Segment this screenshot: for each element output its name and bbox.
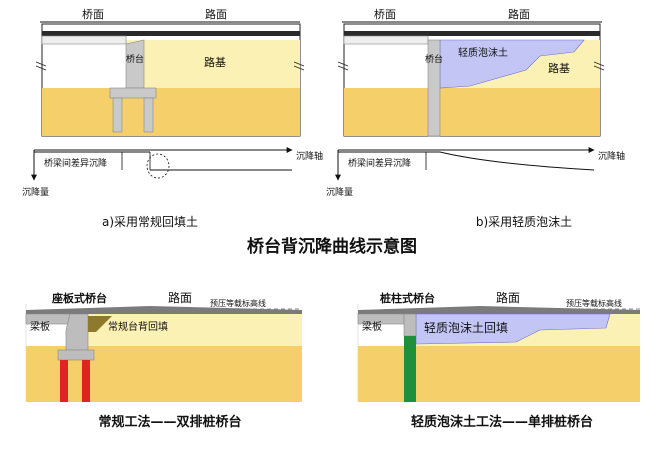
panel-a-axis-label: 沉降轴 <box>296 150 323 162</box>
panel-a-sand <box>42 88 300 136</box>
panel-d-abutment-type-label: 桩柱式桥台 <box>380 291 435 305</box>
panel-b-diff-label: 桥梁间差异沉降 <box>348 157 411 169</box>
panel-d-caption: 轻质泡沫土工法——单排桩桥台 <box>411 414 593 430</box>
panel-b-abutment-label: 桥台 <box>425 53 443 65</box>
panel-b-curve-road <box>439 151 595 171</box>
panel-c-abutment <box>65 313 89 351</box>
panel-d: 桩柱式桥台 路面 预压等载标高线 梁板 轻质泡沫土回填 轻质泡沫土工法——单排桩… <box>357 290 640 430</box>
panel-a-road-surface-label: 路面 <box>205 8 227 21</box>
panel-c-beam-label: 梁板 <box>30 320 50 333</box>
panel-a-diff-label: 桥梁间差异沉降 <box>44 157 107 169</box>
panel-b-sand <box>344 88 600 136</box>
panel-a-pile-left <box>112 97 123 133</box>
panel-b: 桥面 路面 桥台 轻质泡沫土 路基 桥梁间差异沉降 沉降轴 沉降量 b)采用轻质… <box>326 8 625 229</box>
main-title: 桥台背沉降曲线示意图 <box>247 236 417 257</box>
panel-c-caption: 常规工法——双排桩桥台 <box>98 414 241 430</box>
panel-d-sand <box>358 346 640 402</box>
panel-b-road-surface-label: 路面 <box>508 8 530 21</box>
panel-c-abutment-type-label: 座板式桥台 <box>51 291 107 305</box>
panel-a-abutment-label: 桥台 <box>126 53 144 65</box>
panel-c: 座板式桥台 路面 预压等载标高线 梁板 常规台背回填 常规工法——双排桩桥台 <box>25 290 302 430</box>
panel-c-pile-right <box>82 360 90 402</box>
panel-a-pile-right <box>143 97 154 133</box>
panel-c-pile-left <box>60 360 68 402</box>
panel-a-road-surface <box>42 31 300 36</box>
panel-c-pile-cap <box>57 349 95 361</box>
panel-b-foam-label: 轻质泡沫土 <box>458 46 508 59</box>
panel-c-road-surface-label: 路面 <box>168 290 192 305</box>
panel-d-abutment <box>403 313 417 337</box>
panel-a-break-right <box>293 61 305 71</box>
panel-b-deck <box>343 35 429 45</box>
panel-b-road-surface <box>344 31 600 36</box>
panel-a-deck <box>41 35 127 45</box>
panel-d-road-surface <box>358 306 640 314</box>
panel-b-subgrade-label: 路基 <box>548 62 570 75</box>
panel-a-pile-cap <box>109 87 157 99</box>
panel-c-backfill-label: 常规台背回填 <box>108 320 168 333</box>
panel-a-abutment-label-text: 桥台 <box>126 53 144 65</box>
panel-d-foam-label: 轻质泡沫土回填 <box>424 321 508 335</box>
panel-c-preload-label: 预压等载标高线 <box>210 298 266 308</box>
panel-b-caption: b)采用轻质泡沫土 <box>476 215 572 229</box>
panel-b-abutment <box>427 39 441 137</box>
panel-a: 桥面 路面 桥台 路基 桥梁间差异沉降 沉降轴 沉降量 a)采用常规回填土 <box>22 8 323 229</box>
panel-a-amount-label: 沉降量 <box>22 186 49 198</box>
panel-c-road-surface <box>26 306 302 314</box>
panel-b-break-right <box>593 61 605 71</box>
panel-a-roadbed <box>126 40 300 88</box>
panel-a-caption: a)采用常规回填土 <box>102 214 198 229</box>
panel-b-foam <box>439 39 585 89</box>
panel-d-pile <box>404 336 416 402</box>
panel-b-axis-label: 沉降轴 <box>598 150 625 162</box>
panel-d-preload-label: 预压等载标高线 <box>566 298 622 308</box>
panel-c-backfill <box>88 316 112 332</box>
panel-c-roadbed <box>66 314 302 346</box>
panel-d-road-surface-label: 路面 <box>496 290 520 305</box>
panel-a-subgrade-label: 路基 <box>204 56 226 69</box>
panel-a-break-left <box>35 61 47 71</box>
panel-a-bridge-deck-label: 桥面 <box>82 8 104 21</box>
panel-a-highlight-circle <box>146 153 170 179</box>
panel-b-bridge-deck-label: 桥面 <box>374 8 396 21</box>
panel-d-beam-label: 梁板 <box>362 320 382 333</box>
panel-b-break-left <box>337 61 349 71</box>
panel-b-amount-label: 沉降量 <box>326 186 353 198</box>
